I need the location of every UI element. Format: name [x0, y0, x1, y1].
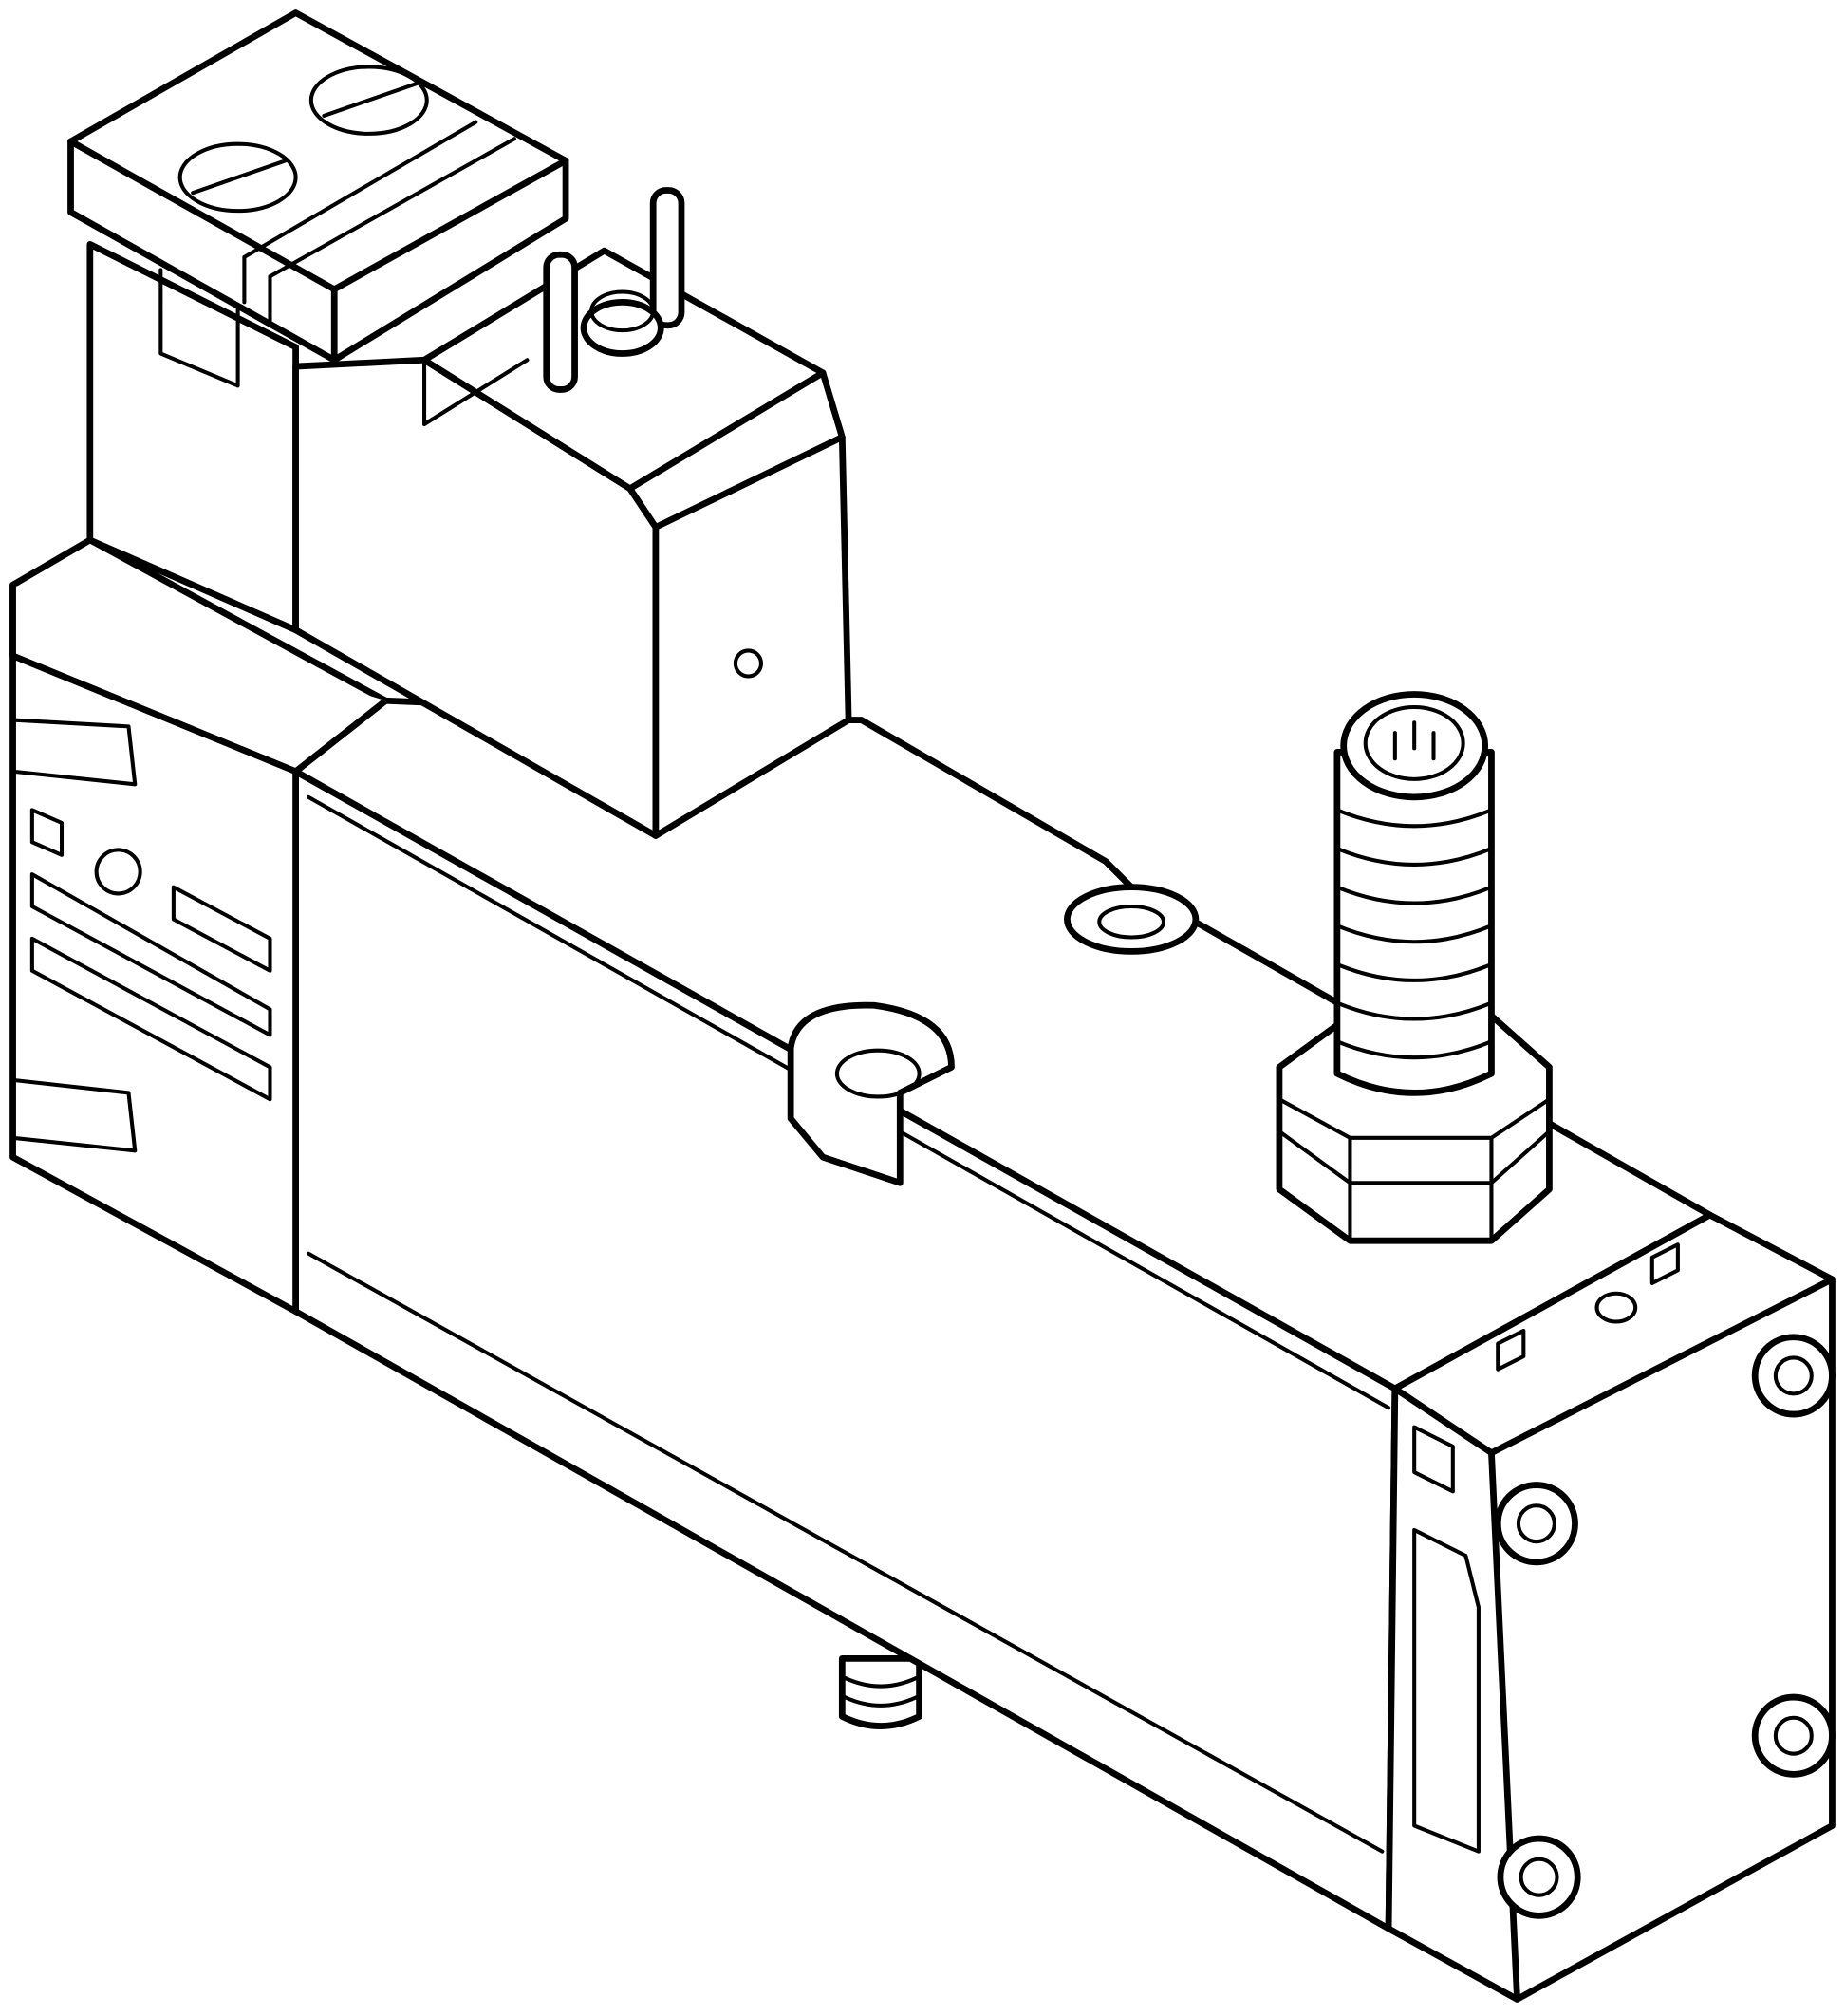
coil-housing: [292, 187, 852, 839]
m8-connector: [1276, 691, 1553, 1244]
bottom-fitting: [838, 1655, 922, 1729]
mounting-holes: [787, 884, 1200, 1186]
left-end-plate: [9, 536, 389, 1316]
right-end-cap: [1385, 1211, 1836, 2003]
plug-connector: [67, 9, 569, 634]
